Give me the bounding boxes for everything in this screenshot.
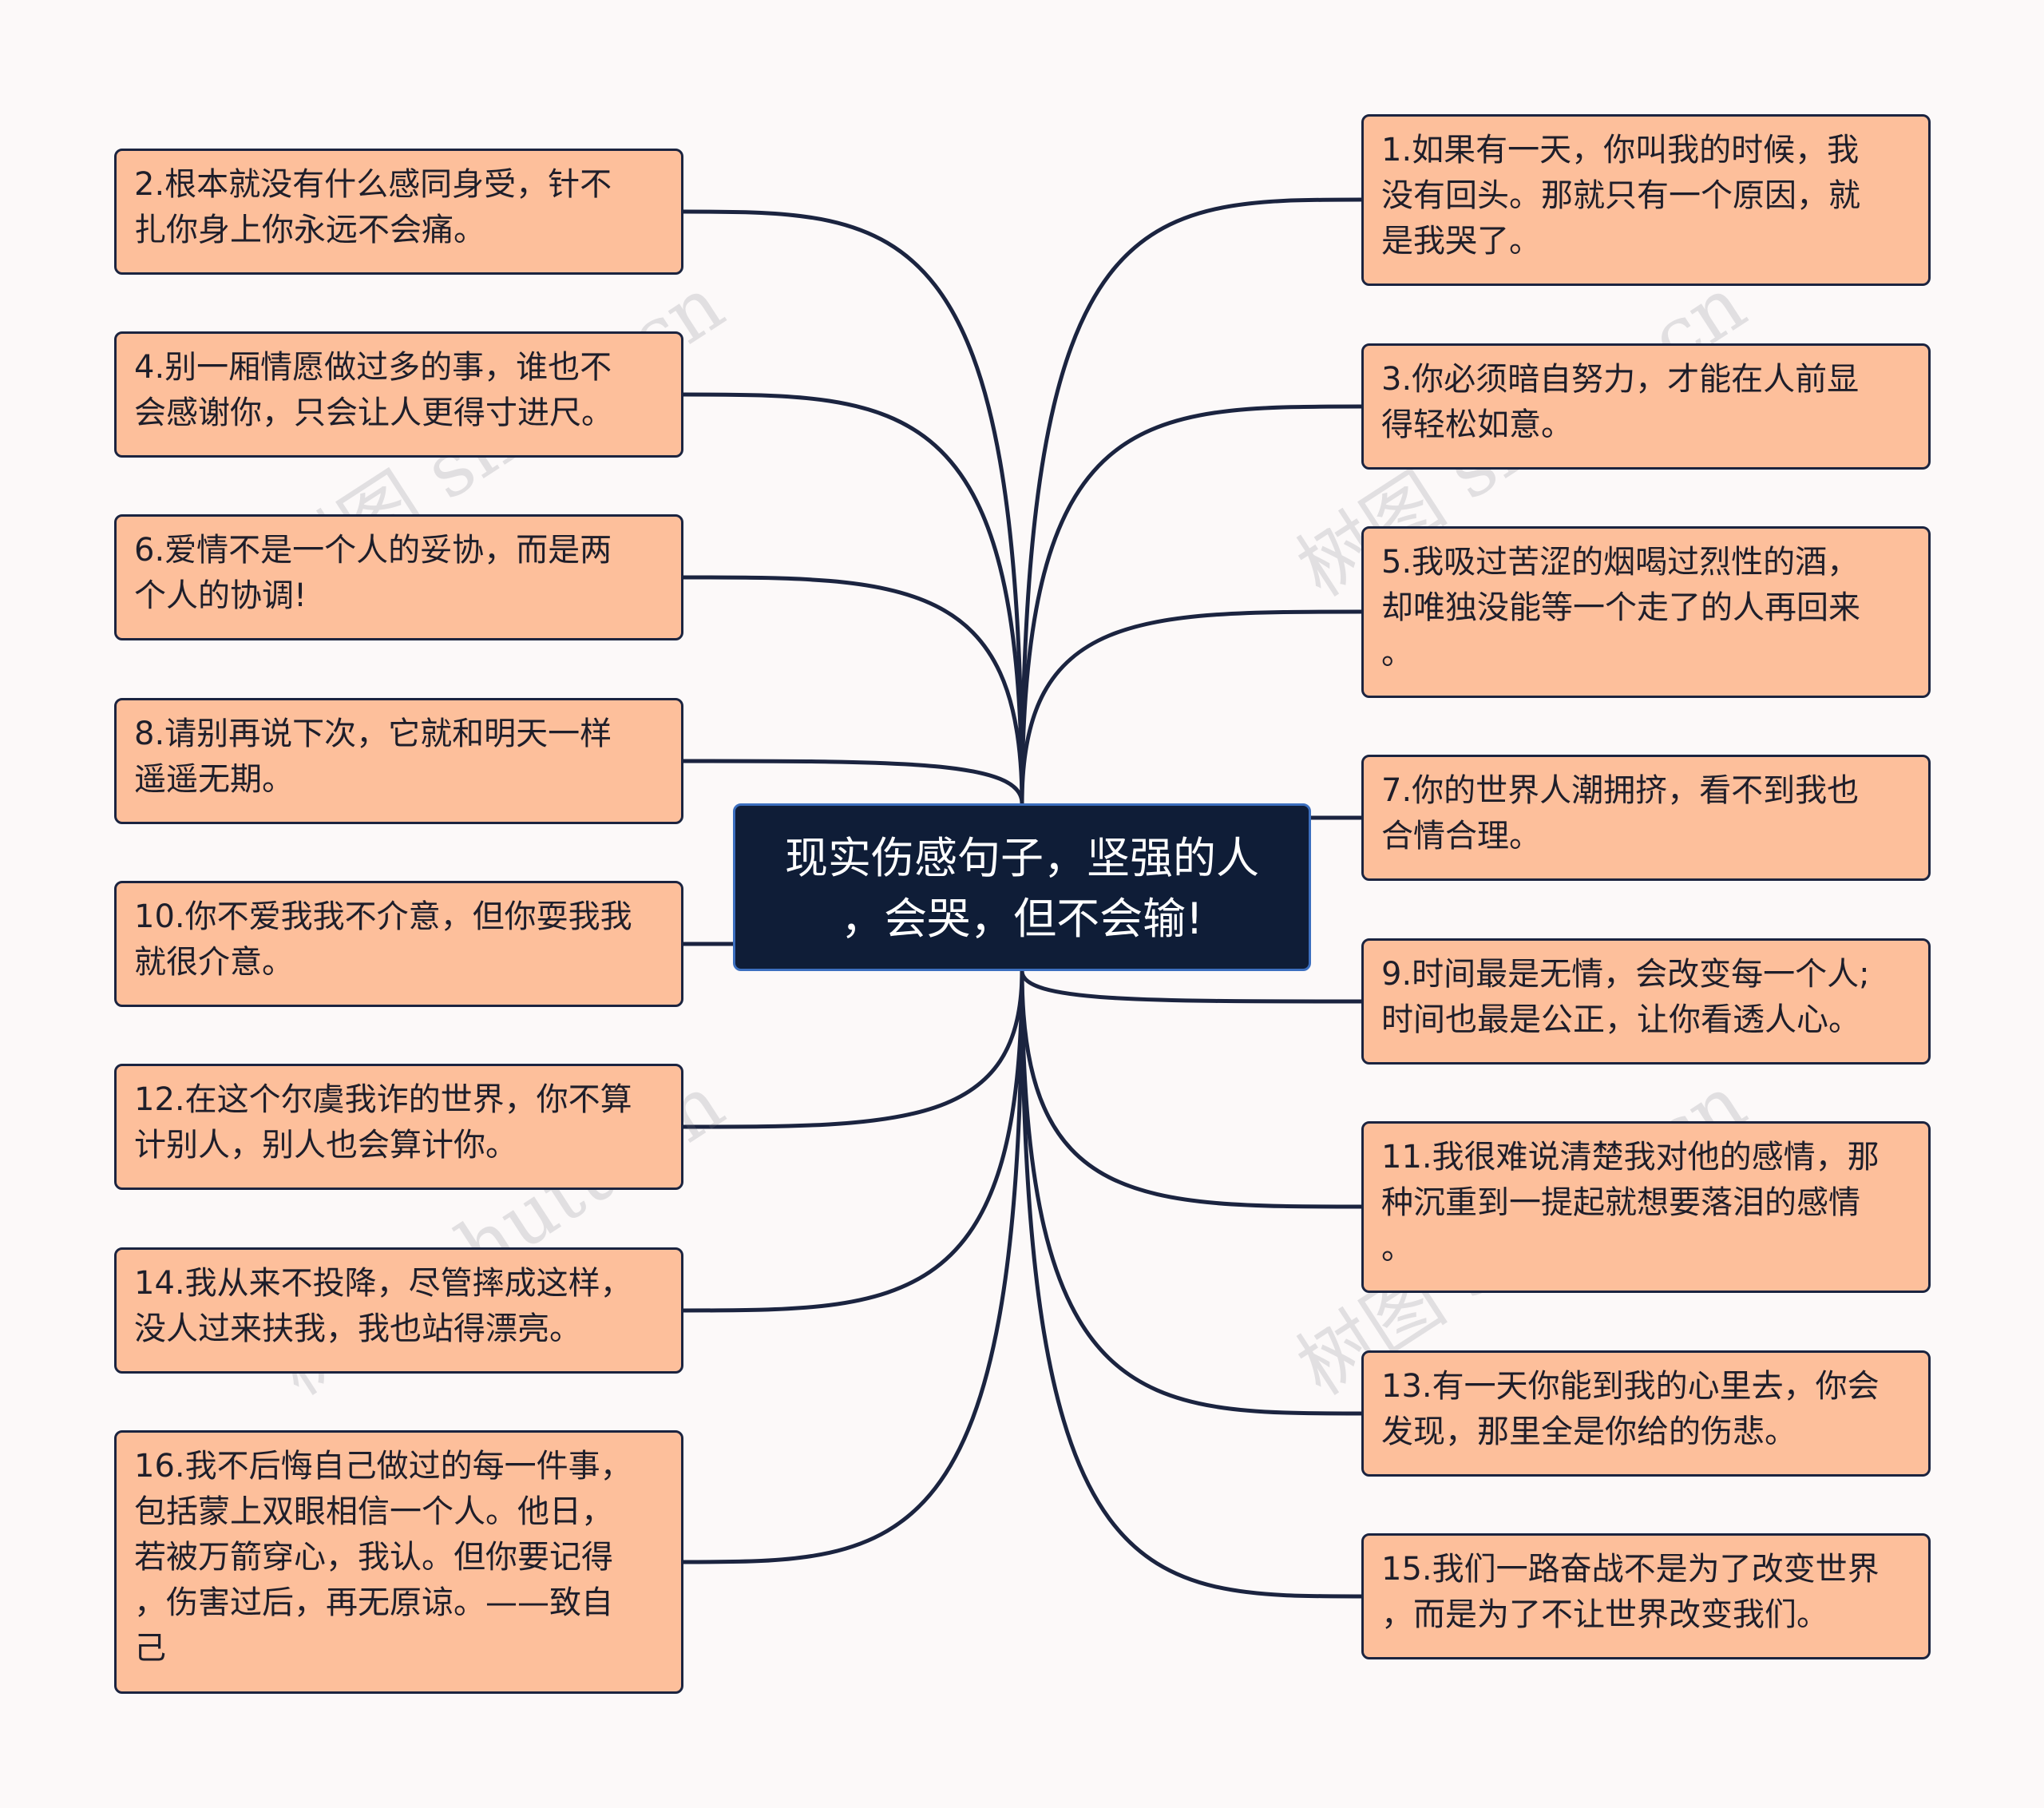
topic-node-11[interactable]: 11.我很难说清楚我对他的感情，那 种沉重到一提起就想要落泪的感情 。 [1361,1121,1931,1293]
topic-node-5[interactable]: 5.我吸过苦涩的烟喝过烈性的酒， 却唯独没能等一个走了的人再回来 。 [1361,526,1931,698]
connector-line-left-3 [683,759,1024,804]
topic-node-13[interactable]: 13.有一天你能到我的心里去，你会 发现，那里全是你给的伤悲。 [1361,1350,1931,1477]
topic-node-3[interactable]: 3.你必须暗自努力，才能在人前显 得轻松如意。 [1361,343,1931,470]
connector-line-left-1 [683,392,1024,804]
connector-line-right-1 [1020,404,1362,804]
topic-node-1[interactable]: 1.如果有一天，你叫我的时候，我 没有回头。那就只有一个原因，就 是我哭了。 [1361,114,1931,286]
connector-line-right-2 [1020,609,1362,804]
topic-node-14[interactable]: 14.我从来不投降，尽管摔成这样， 没人过来扶我，我也站得漂亮。 [114,1247,683,1374]
central-topic[interactable]: 现实伤感句子，坚强的人 ，会哭，但不会输! [733,803,1311,971]
topic-node-6[interactable]: 6.爱情不是一个人的妥协，而是两 个人的协调! [114,514,683,640]
connector-line-left-7 [683,970,1024,1564]
topic-node-10[interactable]: 10.你不爱我我不介意，但你耍我我 就很介意。 [114,881,683,1007]
connector-line-right-4 [1020,970,1362,1004]
topic-node-16[interactable]: 16.我不后悔自己做过的每一件事， 包括蒙上双眼相信一个人。他日， 若被万箭穿心… [114,1430,683,1694]
connector-line-right-0 [1020,197,1362,804]
connector-line-right-5 [1020,970,1362,1209]
topic-node-15[interactable]: 15.我们一路奋战不是为了改变世界 ，而是为了不让世界改变我们。 [1361,1533,1931,1659]
topic-node-7[interactable]: 7.你的世界人潮拥挤，看不到我也 合情合理。 [1361,755,1931,881]
topic-node-9[interactable]: 9.时间最是无情，会改变每一个人; 时间也最是公正，让你看透人心。 [1361,938,1931,1065]
connector-line-left-5 [683,970,1024,1129]
topic-node-12[interactable]: 12.在这个尔虞我诈的世界，你不算 计别人，别人也会算计你。 [114,1064,683,1190]
connector-line-left-0 [683,209,1024,804]
topic-node-2[interactable]: 2.根本就没有什么感同身受，针不 扎你身上你永远不会痛。 [114,149,683,275]
connector-line-right-6 [1020,970,1362,1416]
connector-line-left-6 [683,970,1024,1313]
connector-line-right-7 [1020,970,1362,1599]
connector-line-left-2 [683,575,1024,804]
topic-node-8[interactable]: 8.请别再说下次，它就和明天一样 遥遥无期。 [114,698,683,824]
topic-node-4[interactable]: 4.别一厢情愿做过多的事，谁也不 会感谢你，只会让人更得寸进尺。 [114,331,683,458]
